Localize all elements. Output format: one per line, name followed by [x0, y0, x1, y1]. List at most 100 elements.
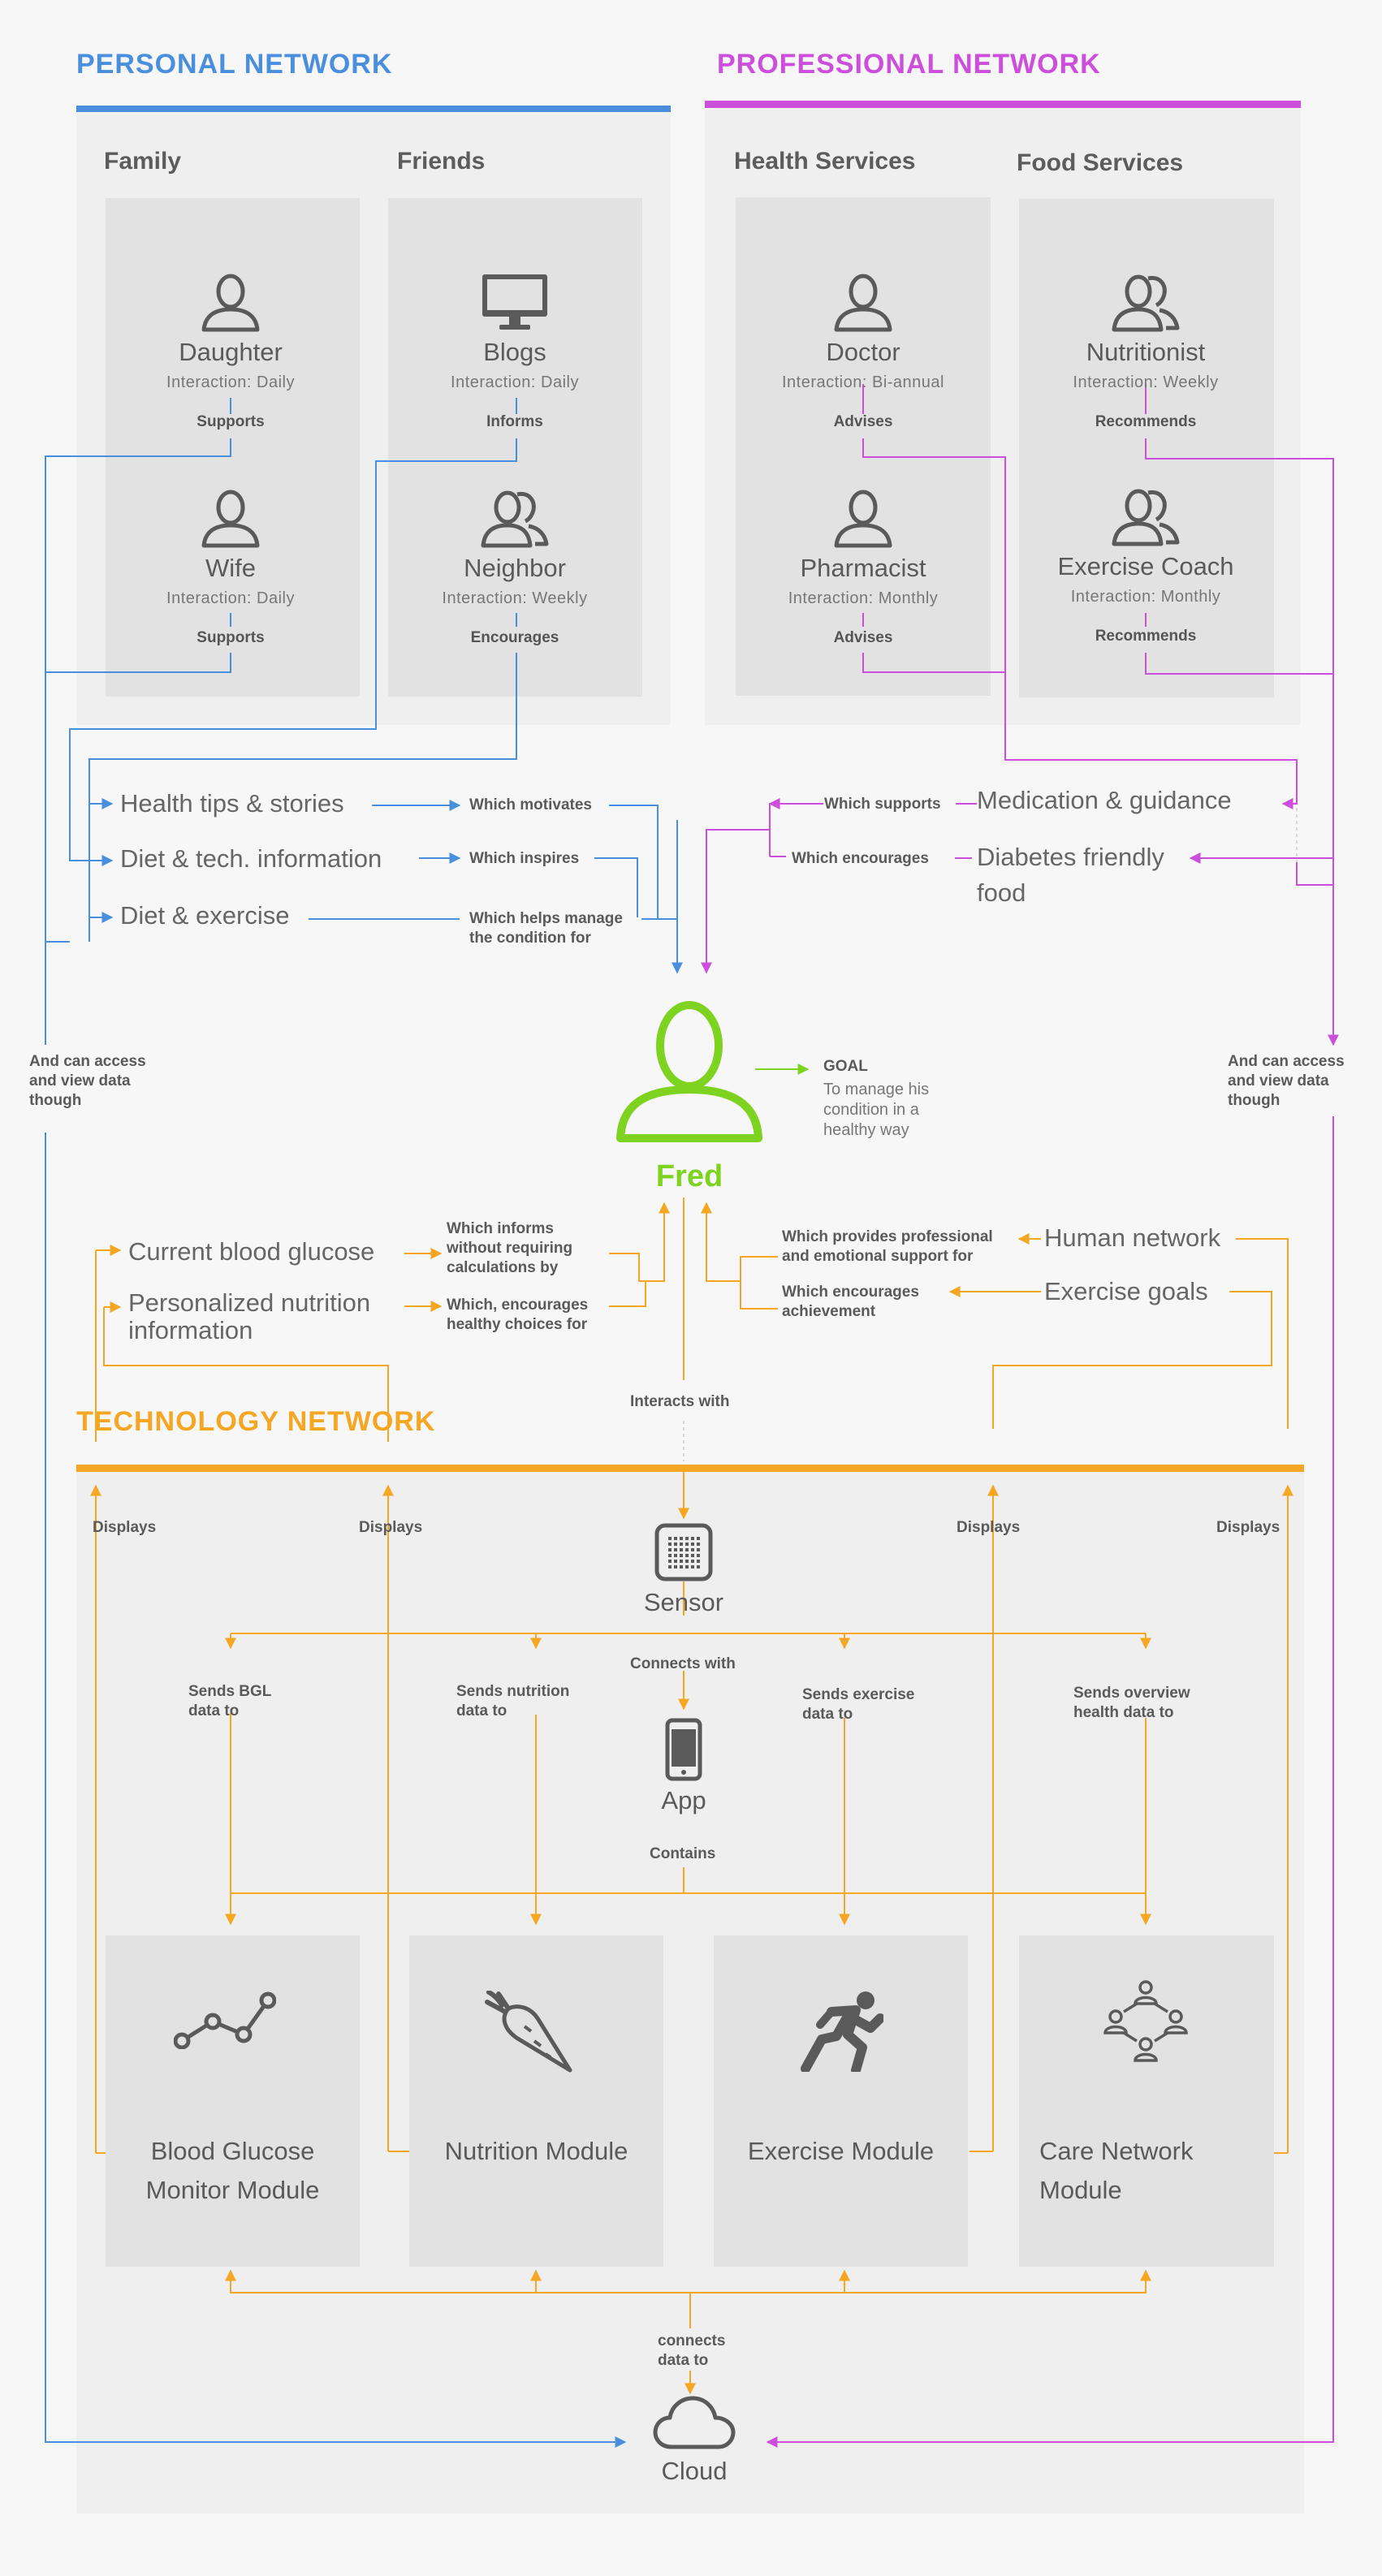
network-icon — [1103, 1980, 1188, 2062]
daughter-verb: Supports — [197, 413, 265, 430]
outcome-human-network: Human network — [1044, 1223, 1221, 1252]
wife-verb: Supports — [197, 629, 265, 646]
connects-data-label: connects data to — [658, 2332, 726, 2369]
displays-label-1: Displays — [93, 1519, 157, 1536]
neighbor-node: Neighbor Interaction: Weekly Encourages — [393, 487, 637, 647]
outcome-diabetes-food: Diabetes friendly food — [977, 843, 1164, 907]
interacts-with-label: Interacts with — [630, 1393, 730, 1410]
care-network-module-card — [1019, 1935, 1274, 2267]
monitor-icon — [482, 274, 547, 330]
label-which-encourages: Which encourages — [792, 850, 929, 867]
person-icon — [201, 274, 260, 332]
wife-node: Wife Interaction: Daily Supports — [109, 487, 352, 647]
label-which-supports: Which supports — [824, 796, 941, 813]
exercise-coach-verb: Recommends — [1095, 628, 1197, 645]
fred-icon — [616, 1001, 762, 1142]
exercise-coach-name: Exercise Coach — [1057, 552, 1234, 580]
person-icon — [834, 490, 892, 548]
doctor-name: Doctor — [826, 338, 900, 366]
outcome-exercise-goals: Exercise goals — [1044, 1277, 1208, 1305]
technology-title-bar — [76, 1465, 1304, 1472]
carrot-icon — [485, 1991, 572, 2073]
outcome-personalized-nutrition: Personalized nutrition information — [128, 1288, 371, 1344]
daughter-name: Daughter — [179, 338, 283, 366]
sends-exercise-label: Sends exercise data to — [802, 1686, 915, 1723]
person-icon — [834, 274, 892, 332]
exercise-coach-node: Exercise Coach Interaction: Monthly Reco… — [1024, 485, 1268, 645]
professional-network-title: PROFESSIONAL NETWORK — [717, 49, 1101, 80]
person-icon — [201, 490, 260, 548]
pharmacist-verb: Advises — [833, 629, 893, 646]
connects-with-label: Connects with — [630, 1655, 736, 1672]
line-chart-icon — [174, 1991, 276, 2049]
label-which-motivates: Which motivates — [469, 796, 592, 813]
exercise-module-card — [714, 1935, 968, 2267]
pharmacist-name: Pharmacist — [800, 554, 926, 582]
people-icon — [1112, 274, 1180, 332]
label-which-inspires: Which inspires — [469, 850, 580, 867]
label-which-provides: Which provides professional and emotiona… — [782, 1228, 993, 1265]
sends-nutrition-label: Sends nutrition data to — [456, 1683, 570, 1719]
outcome-health-tips: Health tips & stories — [120, 789, 344, 818]
pharmacist-node: Pharmacist Interaction: Monthly Advises — [741, 487, 985, 647]
care-network-module-label: Care Network Module — [1039, 2137, 1194, 2204]
professional-access-label: And can access and view data though — [1228, 1053, 1345, 1109]
cloud-node: Cloud — [629, 2395, 759, 2486]
outcome-medication-guidance: Medication & guidance — [977, 786, 1232, 814]
goal-text: To manage his condition in a healthy way — [823, 1081, 930, 1139]
nutrition-module-card — [409, 1935, 663, 2267]
outcome-current-blood-glucose: Current blood glucose — [128, 1237, 375, 1266]
blogs-node: Blogs Interaction: Daily Informs — [393, 271, 637, 431]
displays-label-4: Displays — [1216, 1519, 1281, 1536]
exercise-coach-interaction: Interaction: Monthly — [1070, 588, 1221, 606]
doctor-node: Doctor Interaction: Bi-annual Advises — [741, 271, 985, 431]
blood-glucose-module-card — [106, 1935, 360, 2267]
nutritionist-name: Nutritionist — [1086, 338, 1206, 366]
food-services-title: Food Services — [1017, 149, 1184, 176]
label-which-helps-manage: Which helps manage the condition for — [469, 910, 623, 947]
nutritionist-interaction: Interaction: Weekly — [1073, 373, 1219, 391]
displays-label-3: Displays — [957, 1519, 1021, 1536]
blogs-interaction: Interaction: Daily — [451, 373, 579, 391]
people-icon — [481, 490, 549, 548]
daughter-interaction: Interaction: Daily — [166, 373, 295, 391]
personal-access-label: And can access and view data though — [29, 1053, 146, 1109]
sends-bgl-label: Sends BGL data to — [188, 1683, 272, 1719]
contains-label: Contains — [650, 1845, 716, 1862]
blogs-name: Blogs — [483, 338, 546, 366]
runner-icon — [801, 1991, 883, 2072]
exercise-module-label: Exercise Module — [747, 2137, 935, 2165]
cloud-label: Cloud — [661, 2457, 728, 2485]
sensor-node: Sensor — [619, 1523, 749, 1617]
goal-title: GOAL — [823, 1058, 868, 1075]
nutritionist-node: Nutritionist Interaction: Weekly Recomme… — [1024, 271, 1268, 431]
neighbor-name: Neighbor — [464, 554, 566, 582]
health-services-title: Health Services — [734, 148, 916, 175]
label-which-encourages-choices: Which, encourages healthy choices for — [447, 1297, 589, 1333]
blogs-verb: Informs — [486, 413, 543, 430]
blood-glucose-module-label: Blood Glucose Monitor Module — [145, 2137, 320, 2204]
neighbor-interaction: Interaction: Weekly — [442, 589, 588, 607]
wife-interaction: Interaction: Daily — [166, 589, 295, 607]
cloud-icon — [653, 2396, 736, 2449]
app-label: App — [661, 1786, 706, 1814]
people-icon — [1112, 489, 1180, 546]
family-card — [106, 198, 360, 697]
neighbor-verb: Encourages — [470, 629, 559, 646]
daughter-node: Daughter Interaction: Daily Supports — [109, 271, 352, 431]
outcome-diet-tech: Diet & tech. information — [120, 844, 382, 873]
pharmacist-interaction: Interaction: Monthly — [788, 589, 939, 607]
fred-name: Fred — [655, 1159, 723, 1193]
personal-network-title: PERSONAL NETWORK — [76, 49, 393, 80]
doctor-interaction: Interaction: Bi-annual — [781, 373, 944, 391]
nutritionist-verb: Recommends — [1095, 413, 1197, 430]
wife-name: Wife — [205, 554, 256, 582]
doctor-verb: Advises — [833, 413, 893, 430]
sensor-label: Sensor — [643, 1588, 724, 1616]
app-node: App — [619, 1718, 749, 1815]
outcome-diet-exercise: Diet & exercise — [120, 901, 290, 930]
sends-overview-label: Sends overview health data to — [1073, 1685, 1190, 1721]
phone-icon — [665, 1718, 702, 1781]
family-title: Family — [104, 148, 182, 175]
